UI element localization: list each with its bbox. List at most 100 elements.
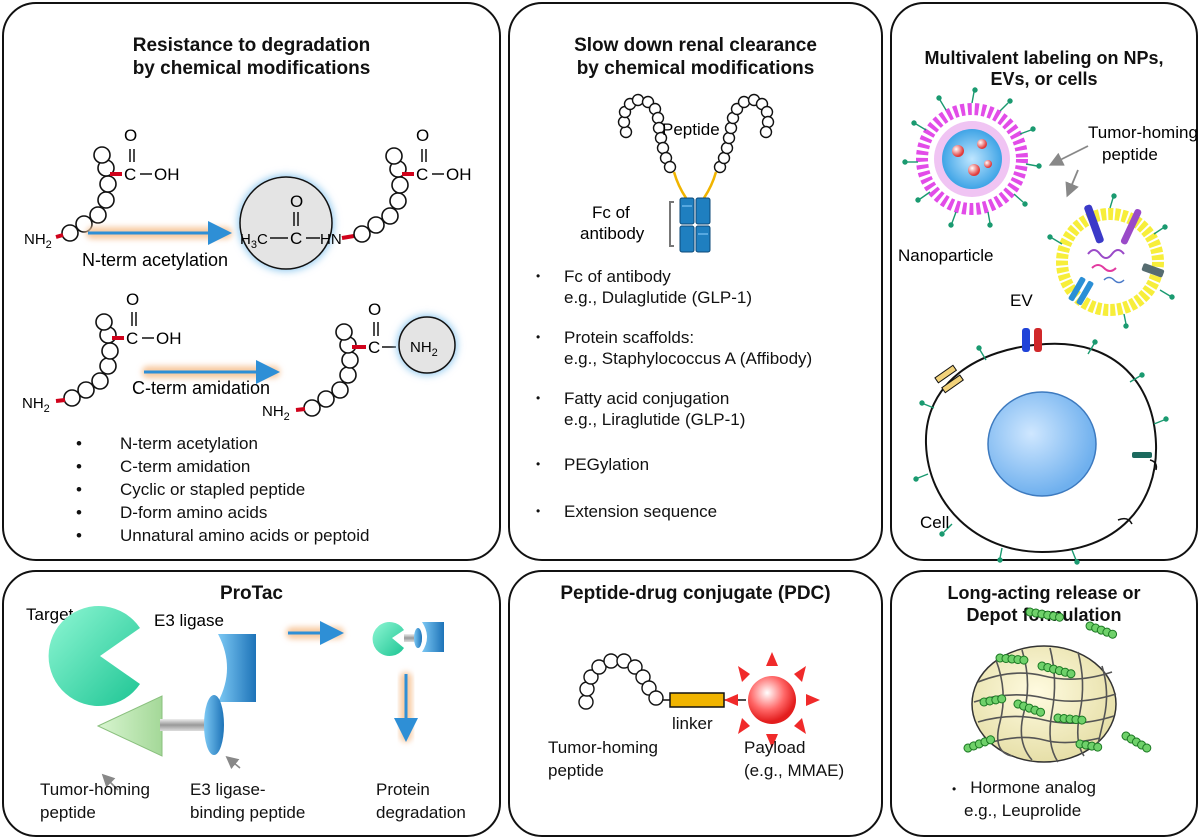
degradation-diagram: O C OH NH2 N-term acetylation H3C C O HN… (22, 126, 472, 423)
payload-burst (724, 652, 820, 748)
protac-homing-label: Tumor-homing peptide (40, 780, 150, 822)
cell-peptides (913, 339, 1169, 565)
svg-text:O: O (416, 126, 429, 145)
list-item: Unnatural amino acids or peptoid (76, 524, 369, 547)
e3-binding-peptide-shape (204, 695, 224, 755)
peptide-chain-top-left (61, 146, 117, 242)
complex-linker (404, 634, 422, 642)
protac-binding-label: E3 ligase- binding peptide (190, 780, 306, 822)
pdc-payload-label: Payload (e.g., MMAE) (744, 738, 845, 780)
hydroxyl-label: OH (154, 165, 180, 184)
panel-renal-title: Slow down renal clearance by chemical mo… (574, 35, 817, 79)
amide-group-circle (398, 316, 456, 374)
panel-degradation-title: Resistance to degradation by chemical mo… (132, 35, 371, 79)
pdc-peptide-chain (578, 653, 664, 710)
e3-ligase-label: E3 ligase (154, 611, 224, 630)
ev-peptides (1047, 193, 1175, 329)
amine-label: NH (24, 231, 46, 248)
linker-right (702, 171, 718, 199)
panel-protac-title: ProTac (219, 583, 283, 604)
depot-gel-shape (971, 645, 1117, 763)
peptide-label: Peptide (662, 120, 720, 139)
svg-text:OH: OH (446, 165, 472, 184)
hormone-peptides (963, 607, 1152, 753)
pdc-linker-label: linker (672, 714, 713, 733)
payload-sphere (748, 676, 796, 724)
methyl-label: H (240, 231, 251, 248)
homing-pointer-arrow (101, 773, 119, 791)
nanoparticle-peptides (902, 87, 1042, 228)
nanoparticle-icon (916, 103, 1028, 215)
svg-text:NH2: NH2 (262, 403, 290, 423)
svg-text:NH2: NH2 (22, 395, 50, 415)
nanoparticle-label: Nanoparticle (898, 246, 993, 265)
list-item: PEGylation (534, 454, 812, 475)
panel-multivalent: Multivalent labeling on NPs, EVs, or cel… (890, 2, 1198, 565)
svg-text:O: O (368, 300, 381, 319)
homing-arrow-np (1048, 145, 1089, 166)
cell-label: Cell (920, 513, 949, 532)
fc-label: Fc of (592, 203, 630, 222)
pdc-diagram (578, 652, 820, 748)
extracellular-vesicle-icon (1056, 204, 1165, 316)
pdc-linker-shape (669, 692, 725, 708)
svg-text:NH2: NH2 (24, 231, 52, 251)
target-label: Target (26, 605, 74, 624)
carbon-label: C (124, 165, 136, 184)
depot-diagram (963, 607, 1152, 763)
cell-icon (924, 328, 1158, 554)
panel-protac: ProTac Target E3 ligase (2, 570, 501, 837)
ev-label: EV (1010, 291, 1033, 310)
list-item: Protein scaffolds:e.g., Staphylococcus A… (534, 327, 812, 369)
pdc-homing-label: Tumor-homing peptide (548, 738, 658, 780)
svg-text:OH: OH (156, 329, 182, 348)
acetyl-group-circle (239, 176, 333, 270)
homing-arrow-ev (1065, 169, 1079, 198)
list-item: N-term acetylation (76, 432, 369, 455)
complex-e3-shape (422, 622, 444, 652)
peptide-chain-top-right (353, 147, 409, 243)
peptide-arc-left (617, 93, 677, 174)
panel-pdc: Peptide-drug conjugate (PDC) linker Tumo… (508, 570, 883, 837)
degradation-bullet-list: N-term acetylation C-term amidation Cycl… (76, 432, 369, 547)
peptide-chain-bottom-right (303, 323, 359, 417)
complex-target-shape (372, 622, 404, 656)
list-item: D-form amino acids (76, 501, 369, 524)
homing-peptide-label: Tumor-homing (1088, 123, 1198, 142)
svg-text:C: C (290, 229, 302, 248)
fc-label-antibody: antibody (580, 224, 645, 243)
panel-renal-clearance: Slow down renal clearance by chemical mo… (508, 2, 883, 561)
depot-bullet: •Hormone analog e.g., Leuprolide (952, 778, 1096, 820)
protein-degradation-label: Protein degradation (376, 780, 466, 822)
n-term-arrow-label: N-term acetylation (82, 250, 228, 270)
protac-linker (160, 719, 210, 731)
peptide-chain-bottom-left (63, 313, 119, 407)
svg-text:C: C (416, 165, 428, 184)
fc-domain (679, 197, 711, 253)
linker-left (672, 171, 688, 199)
multivalent-diagram: Tumor-homing peptide Nanoparticle EV (898, 87, 1198, 565)
hn-label: HN (320, 231, 342, 248)
protac-diagram: Target E3 ligase (26, 605, 444, 791)
peptide-arc-right (713, 93, 775, 174)
svg-text:NH2: NH2 (410, 339, 438, 359)
fc-antibody-diagram: Peptide Fc of antibody (580, 93, 775, 253)
fc-bracket (669, 201, 674, 247)
binding-pointer-arrow (225, 755, 241, 770)
list-item: Extension sequence (534, 501, 812, 522)
panel-depot: Long-acting release or Depot formulation (890, 570, 1198, 837)
c-term-arrow-label: C-term amidation (132, 378, 270, 398)
e3-ligase-shape (218, 634, 256, 702)
panel-degradation: Resistance to degradation by chemical mo… (2, 2, 501, 561)
svg-text:C: C (126, 329, 138, 348)
oxygen-label: O (124, 126, 137, 145)
svg-text:H3C: H3C (240, 231, 268, 251)
list-item: C-term amidation (76, 455, 369, 478)
n-term-bond (55, 233, 64, 239)
svg-text:C: C (368, 338, 380, 357)
homing-peptide-label-2: peptide (1102, 145, 1158, 164)
svg-text:O: O (290, 192, 303, 211)
